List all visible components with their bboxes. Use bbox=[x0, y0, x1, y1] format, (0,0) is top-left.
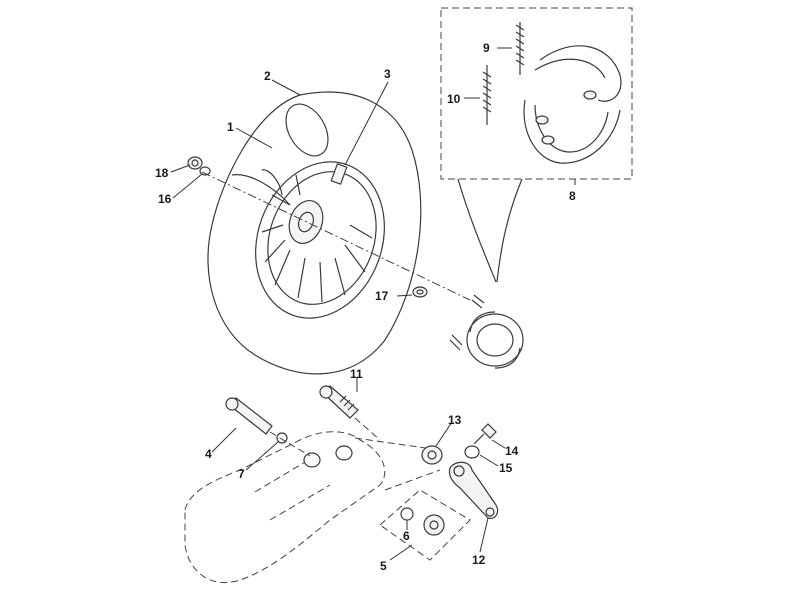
axle-nut bbox=[187, 156, 203, 170]
spring-9 bbox=[515, 22, 525, 75]
pin-7 bbox=[276, 432, 288, 444]
label-15: 15 bbox=[499, 461, 513, 475]
label-9: 9 bbox=[483, 41, 490, 55]
washer-15 bbox=[464, 445, 480, 459]
brake-shoe-assembly bbox=[449, 294, 524, 369]
bolt-4 bbox=[225, 397, 311, 457]
label-4: 4 bbox=[205, 447, 212, 461]
label-11: 11 bbox=[350, 367, 363, 381]
brake-shoe-detail-inset bbox=[440, 7, 633, 283]
valve bbox=[330, 163, 348, 185]
label-3: 3 bbox=[384, 67, 391, 81]
label-2: 2 bbox=[264, 69, 271, 83]
label-6: 6 bbox=[403, 529, 410, 543]
axle-washer bbox=[199, 166, 211, 176]
inset-brake-shoes bbox=[523, 45, 622, 164]
spring-10 bbox=[482, 65, 492, 125]
label-16: 16 bbox=[158, 192, 172, 206]
camshaft-11 bbox=[319, 385, 381, 441]
washer-13 bbox=[421, 445, 443, 465]
swingarm bbox=[184, 431, 441, 584]
label-14: 14 bbox=[505, 444, 519, 458]
leader-lines bbox=[170, 47, 576, 561]
axle-centerline bbox=[201, 171, 471, 301]
washer-17 bbox=[412, 286, 428, 298]
label-18: 18 bbox=[155, 166, 169, 180]
brake-arm-12 bbox=[448, 461, 499, 519]
label-10: 10 bbox=[447, 92, 461, 106]
bolt-14 bbox=[473, 423, 497, 445]
label-8: 8 bbox=[569, 189, 576, 203]
wheel-rim bbox=[255, 161, 385, 319]
label-12: 12 bbox=[472, 553, 486, 567]
label-17: 17 bbox=[375, 289, 389, 303]
label-7: 7 bbox=[238, 467, 245, 481]
tire bbox=[207, 91, 422, 375]
part-labels: 1 2 3 4 5 6 7 8 9 10 11 12 13 14 15 16 1… bbox=[155, 41, 576, 573]
label-1: 1 bbox=[227, 120, 234, 134]
nut-washer-group bbox=[379, 489, 471, 561]
label-13: 13 bbox=[448, 413, 462, 427]
label-5: 5 bbox=[380, 559, 387, 573]
